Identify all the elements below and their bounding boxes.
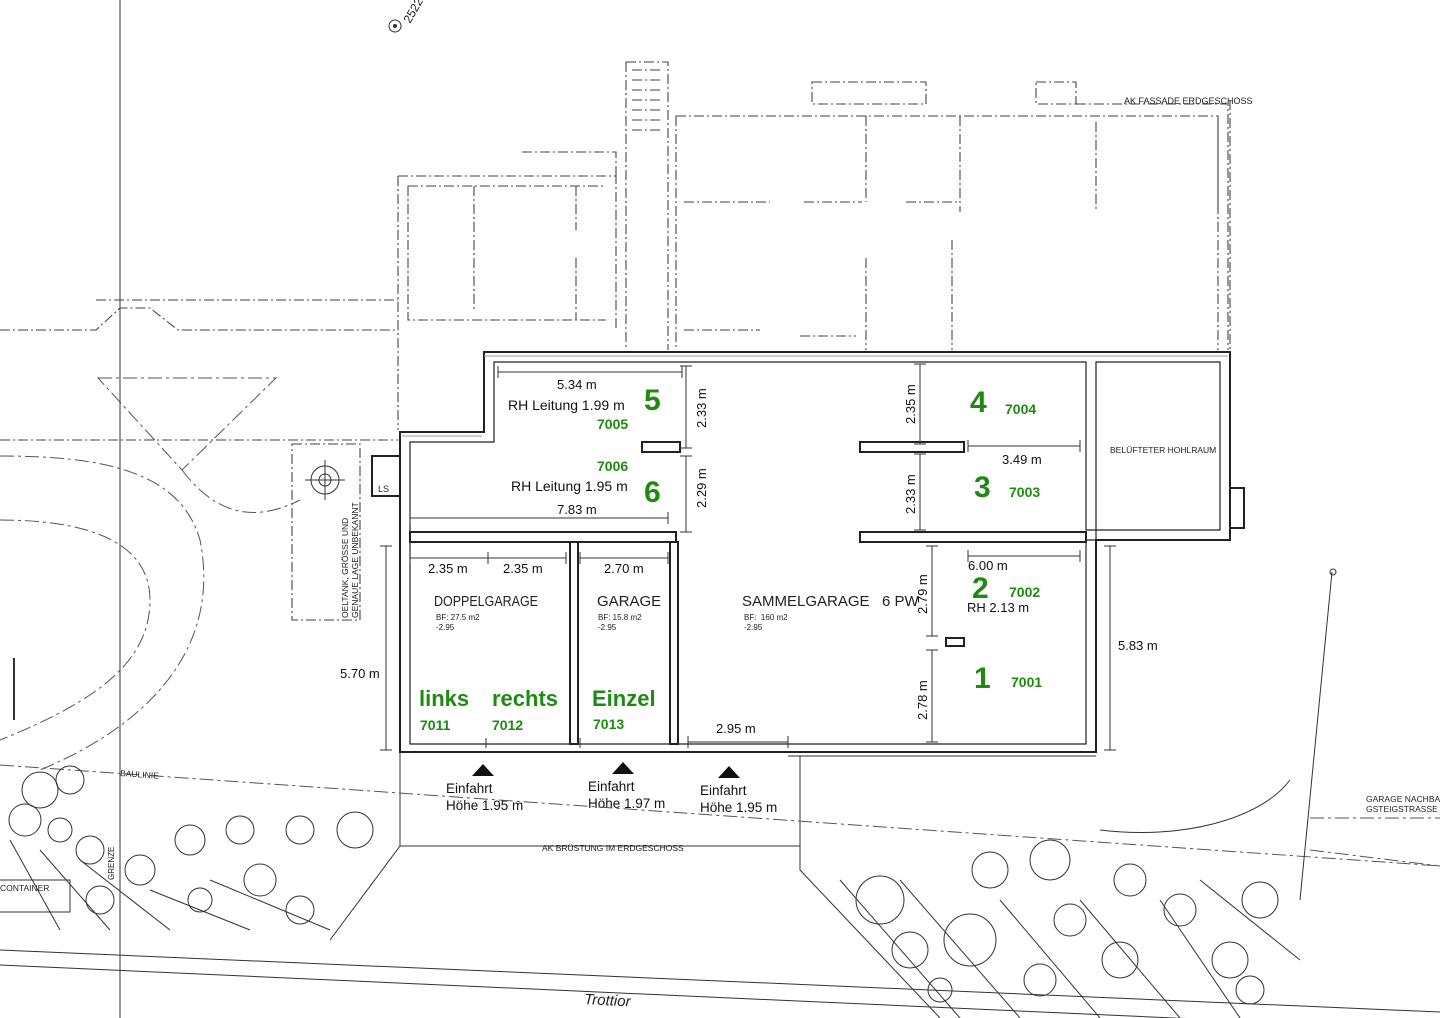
forecourt [329, 752, 1096, 1018]
building-line-label: BAULINIE [120, 768, 160, 781]
dim-2-29: 2.29 m [694, 468, 709, 508]
room-level: -2.95 [436, 623, 455, 632]
dim-2-95: 2.95 m [716, 721, 756, 736]
upper-floor-outline [0, 61, 1231, 441]
dim-5-83: 5.83 m [1118, 638, 1158, 653]
parking-rechts: rechts 7012 [492, 686, 558, 733]
entrance-1: Einfahrt Höhe 1.95 m [446, 781, 523, 813]
north-mark-label: 2522 [400, 0, 426, 25]
parking-rh: RH Leitung 1.95 m [511, 478, 628, 494]
parking-id: 7004 [1005, 401, 1036, 417]
parking-number: 6 [644, 476, 661, 509]
entrance-height: Höhe 1.95 m [700, 800, 777, 815]
parking-id: 7011 [420, 717, 451, 733]
room-area: BF: 27.5 m2 [436, 613, 480, 622]
parking-2: 2 7002 RH 2.13 m [967, 572, 1040, 615]
dim-6-00: 6.00 m [968, 558, 1008, 573]
parking-id: 7013 [593, 716, 624, 732]
dim-2-33-right: 2.33 m [903, 474, 918, 514]
ventilated-cavity-label: BELÜFTETER HOHLRAUM [1110, 445, 1216, 455]
parking-id: 7001 [1011, 674, 1042, 690]
entrance-arrow [612, 762, 634, 774]
vegetation-left [8, 765, 374, 931]
neighbor-street-label: GSTEIGSTRASSE 41 [1366, 804, 1440, 814]
neighbor-garage: GARAGE NACHBAR GSTEIGSTRASSE 41 [1299, 568, 1440, 901]
neighbor-label: GARAGE NACHBAR [1366, 794, 1440, 804]
entrance-arrow [472, 764, 494, 776]
entrance-3: Einfahrt Höhe 1.95 m [700, 783, 777, 815]
container-label: CONTAINER [0, 883, 49, 893]
parking-number: 5 [644, 384, 661, 417]
border-label: GRENZE [107, 847, 116, 880]
entrance-arrow [718, 766, 740, 778]
parking-id: 7012 [492, 717, 523, 733]
dim-7-83: 7.83 m [557, 502, 597, 517]
entrance-height: Höhe 1.95 m [446, 798, 523, 813]
parking-1: 1 7001 [974, 662, 1042, 695]
dim-2-35-right: 2.35 m [903, 384, 918, 424]
dimension-lines [380, 363, 1116, 751]
parking-einzel: Einzel 7013 [592, 686, 656, 732]
dim-5-34: 5.34 m [557, 377, 597, 392]
room-doppelgarage: DOPPELGARAGE BF: 27.5 m2 -2.95 [434, 593, 538, 632]
room-sammelgarage: SAMMELGARAGE 6 PW BF: 160 m2 -2.95 [742, 593, 920, 632]
street: Trottior [0, 949, 1440, 1018]
entrance-2: Einfahrt Höhe 1.97 m [588, 779, 665, 811]
parking-id: 7006 [597, 458, 628, 474]
dim-2-35-b: 2.35 m [503, 561, 543, 576]
room-level: -2.95 [598, 623, 617, 632]
parking-rh: RH Leitung 1.99 m [508, 397, 625, 413]
parking-4: 4 7004 [970, 386, 1036, 419]
entrance-label: Einfahrt [700, 783, 747, 798]
parking-links: links 7011 [419, 686, 469, 733]
parking-rh: RH 2.13 m [967, 600, 1029, 615]
parking-5: 5 7005 RH Leitung 1.99 m [508, 384, 661, 432]
parking-label: links [419, 686, 469, 711]
room-area: BF: 15.8 m2 [598, 613, 642, 622]
building-line: BAULINIE [0, 764, 1440, 867]
ls-label: LS [378, 484, 389, 494]
entrance-label: Einfahrt [446, 781, 493, 796]
parking-6: 7006 RH Leitung 1.95 m 6 [511, 458, 661, 509]
parking-label: Einzel [592, 686, 656, 711]
sidewalk-label: Trottior [584, 991, 632, 1010]
parking-number: 1 [974, 662, 991, 695]
room-name: DOPPELGARAGE [434, 593, 538, 610]
parapet-label: AK BRÜSTUNG IM ERDGESCHOSS [542, 843, 684, 853]
room-area: BF: 160 m2 [744, 613, 788, 622]
parking-label: rechts [492, 686, 558, 711]
oil-tank: OELTANK, GRÖSSE UND GENAUE LAGE UNBEKANN… [291, 443, 361, 621]
parking-number: 2 [972, 572, 989, 605]
entrance-label: Einfahrt [588, 779, 635, 794]
dim-2-79: 2.79 m [915, 574, 930, 614]
dim-5-70: 5.70 m [340, 666, 380, 681]
room-level: -2.95 [744, 623, 763, 632]
parking-number: 4 [970, 386, 987, 419]
north-marker: 2522 [388, 0, 426, 33]
facade-label: AK FASSADE ERDGESCHOSS [1124, 96, 1253, 106]
parking-id: 7002 [1009, 584, 1040, 600]
dim-2-78: 2.78 m [915, 680, 930, 720]
parking-number: 3 [974, 471, 991, 504]
building-walls [371, 351, 1245, 753]
dim-3-49: 3.49 m [1002, 452, 1042, 467]
driveway-outline [0, 377, 301, 771]
dim-2-35-a: 2.35 m [428, 561, 468, 576]
vegetation-right [839, 779, 1301, 1018]
dim-2-33-left: 2.33 m [694, 388, 709, 428]
oil-tank-label-1: OELTANK, GRÖSSE UND [340, 518, 350, 618]
dim-2-70: 2.70 m [604, 561, 644, 576]
room-garage: GARAGE BF: 15.8 m2 -2.95 [597, 593, 661, 632]
oil-tank-label-2: GENAUE LAGE UNBEKANNT [350, 502, 360, 618]
parking-id: 7003 [1009, 484, 1040, 500]
room-name: GARAGE [597, 593, 661, 610]
parking-id: 7005 [597, 416, 628, 432]
parking-3: 3 7003 [974, 471, 1040, 504]
room-name: SAMMELGARAGE 6 PW [742, 593, 920, 610]
